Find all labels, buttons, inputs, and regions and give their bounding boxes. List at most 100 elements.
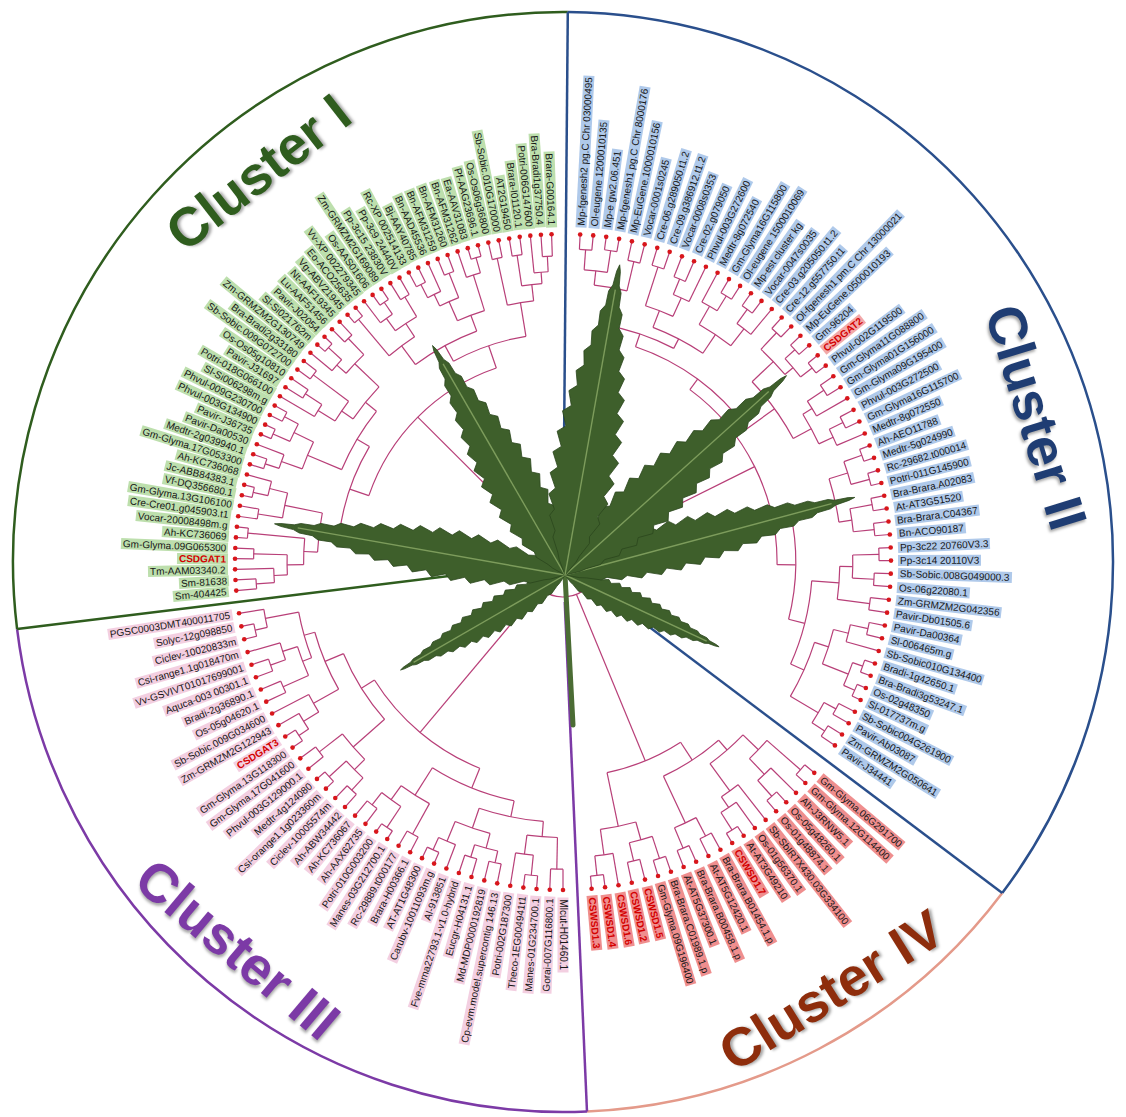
tree-branch bbox=[329, 761, 346, 777]
gene-label: Pp-3c22 20760V3.3 bbox=[897, 538, 990, 553]
leaf-dot bbox=[315, 777, 320, 782]
tree-branch bbox=[449, 302, 457, 321]
leaf-dot bbox=[330, 327, 335, 332]
leaf-dot bbox=[263, 422, 268, 427]
tree-branch bbox=[310, 353, 332, 371]
leaf-dot bbox=[715, 270, 720, 275]
tree-branch bbox=[335, 786, 347, 798]
leaf-dot bbox=[888, 584, 893, 589]
tree-branch bbox=[339, 447, 369, 535]
tree-branch bbox=[511, 801, 514, 817]
tree-branch bbox=[699, 306, 709, 324]
leaflet bbox=[549, 265, 625, 575]
leaf-dot bbox=[887, 597, 892, 602]
tree-branch bbox=[305, 394, 321, 405]
leaf-dot bbox=[337, 320, 342, 325]
tree-branch bbox=[458, 251, 467, 277]
tree-branch bbox=[664, 252, 670, 269]
leaf-dot bbox=[815, 353, 820, 358]
tree-branch bbox=[673, 298, 681, 316]
leaf-dot bbox=[738, 284, 743, 289]
leaf-dot bbox=[864, 686, 869, 691]
leaf-dot bbox=[233, 546, 238, 551]
tree-branch bbox=[640, 859, 645, 879]
tree-branch bbox=[627, 262, 634, 291]
leaf-dot bbox=[495, 881, 500, 886]
cluster-boundary bbox=[595, 586, 1002, 893]
leaf-dot bbox=[315, 342, 320, 347]
tree-branch bbox=[438, 259, 445, 275]
tree-branch bbox=[636, 334, 640, 347]
tree-branch bbox=[350, 489, 369, 496]
leaf-dot bbox=[589, 886, 594, 891]
leaf-dot bbox=[868, 674, 873, 679]
tree-branch bbox=[287, 564, 304, 565]
tree-branch bbox=[400, 278, 410, 295]
leaf-dot bbox=[444, 866, 449, 871]
tree-branch bbox=[636, 822, 641, 840]
leaf-dot bbox=[643, 877, 648, 882]
tree-branch bbox=[266, 692, 286, 701]
tree-branch bbox=[719, 740, 728, 750]
tree-branch bbox=[238, 516, 257, 519]
tree-branch bbox=[710, 764, 730, 791]
tree-branch bbox=[239, 609, 264, 613]
tree-branch bbox=[520, 237, 522, 255]
tree-branch bbox=[332, 329, 345, 342]
tree-branch bbox=[542, 821, 543, 836]
tree-branch bbox=[486, 833, 490, 848]
tree-branch bbox=[703, 335, 716, 354]
tree-branch bbox=[640, 244, 645, 263]
tree-branch bbox=[314, 689, 339, 703]
tree-branch bbox=[666, 856, 671, 871]
tree-branch bbox=[352, 778, 363, 790]
leaf-dot bbox=[240, 493, 245, 498]
leaf-dot bbox=[858, 698, 863, 703]
tree-branch bbox=[711, 833, 720, 850]
tree-branch bbox=[850, 625, 868, 629]
leaf-dot bbox=[469, 875, 474, 880]
tree-branch bbox=[253, 492, 268, 495]
leaf-dot bbox=[784, 800, 789, 805]
leaf-dot bbox=[267, 413, 272, 418]
tree-branch bbox=[472, 808, 479, 828]
tree-branch bbox=[357, 439, 369, 446]
tree-branch bbox=[281, 461, 302, 468]
leaf-dot bbox=[749, 291, 754, 296]
tree-branch bbox=[833, 714, 849, 723]
tree-branch bbox=[353, 387, 379, 419]
leaf-dot bbox=[482, 878, 487, 883]
tree-branch bbox=[674, 339, 679, 349]
cluster-arc bbox=[13, 12, 568, 629]
tree-branch bbox=[627, 862, 631, 882]
leaf-dot bbox=[236, 514, 241, 519]
tree-branch bbox=[235, 579, 255, 580]
tree-branch bbox=[365, 809, 377, 824]
leaf-dot bbox=[254, 675, 259, 680]
tree-branch bbox=[415, 768, 432, 795]
tree-branch bbox=[459, 855, 465, 873]
tree-branch bbox=[304, 551, 318, 553]
leaflet bbox=[433, 346, 566, 576]
leaf-dot bbox=[508, 883, 513, 888]
leaf-dot bbox=[846, 721, 851, 726]
gene-label: Bn-ACO90187 bbox=[896, 523, 966, 540]
leaf-dot bbox=[278, 394, 283, 399]
leaf-dot bbox=[251, 452, 256, 457]
tree-branch bbox=[767, 740, 801, 769]
tree-branch bbox=[827, 387, 840, 395]
tree-branch bbox=[252, 659, 269, 665]
leaf-dot bbox=[882, 623, 887, 628]
tree-branch bbox=[837, 599, 869, 603]
leaf-dot bbox=[888, 545, 893, 550]
tree-branch bbox=[721, 797, 728, 808]
leaf-dot bbox=[333, 796, 338, 801]
leaf-dot bbox=[353, 813, 358, 818]
tree-branch bbox=[446, 845, 455, 869]
tree-branch bbox=[824, 703, 836, 709]
tree-branch bbox=[721, 279, 729, 293]
leaf-dot bbox=[235, 525, 240, 530]
tree-branch bbox=[853, 554, 879, 556]
tree-branch bbox=[785, 350, 795, 359]
leaf-dot bbox=[272, 403, 277, 408]
